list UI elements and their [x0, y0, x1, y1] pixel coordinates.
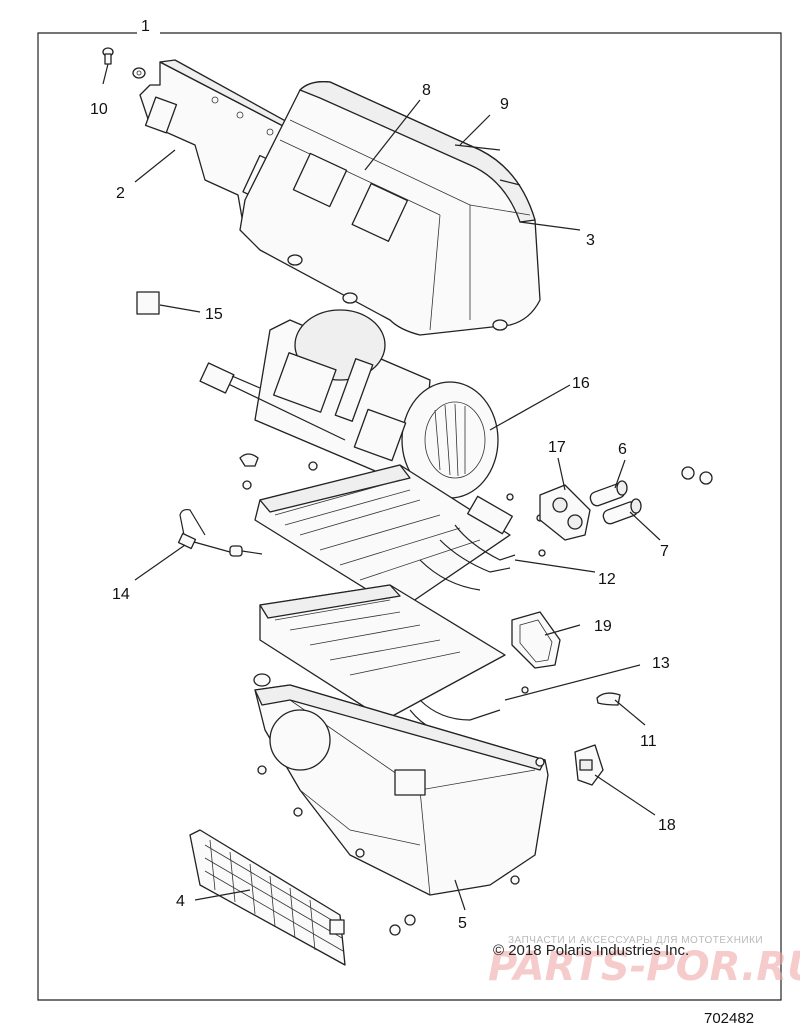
watermark-brand: PARTS-POR.RU — [488, 944, 800, 990]
part-19-seal — [511, 611, 561, 669]
part-7-fitting — [602, 498, 642, 525]
callout-3: 3 — [586, 232, 595, 249]
part-17-gasket — [539, 484, 591, 541]
callout-2: 2 — [116, 185, 125, 202]
callout-1: 1 — [141, 18, 150, 35]
callout-10: 10 — [90, 101, 108, 118]
watermark-caption: ЗАПЧАСТИ И АКСЕССУАРЫ ДЛЯ МОТОТЕХНИКИ — [508, 935, 763, 946]
part-5-lower-housing — [253, 673, 549, 896]
part-hose-clamps — [681, 466, 713, 485]
part-10-bolt — [102, 47, 146, 79]
callout-11: 11 — [640, 733, 657, 750]
part-12-evaporator-core — [254, 464, 546, 611]
callout-9: 9 — [500, 96, 509, 113]
part-16-blower-assembly — [199, 309, 499, 499]
callout-15: 15 — [205, 306, 223, 323]
part-18-latch — [574, 744, 604, 786]
callout-4: 4 — [176, 893, 185, 910]
callout-12: 12 — [598, 571, 616, 588]
part-14-sensor — [177, 508, 263, 557]
part-15-label — [136, 291, 160, 315]
leader-lines — [102, 63, 661, 911]
callout-6: 6 — [618, 441, 627, 458]
callout-18: 18 — [658, 817, 676, 834]
part-4-grille — [189, 829, 346, 966]
callout-17: 17 — [548, 439, 566, 456]
callout-13: 13 — [652, 655, 670, 672]
part-3-upper-housing — [239, 81, 541, 336]
part-11-clip — [596, 692, 621, 706]
part-nuts — [389, 914, 416, 936]
callout-8: 8 — [422, 82, 431, 99]
assembly-bracket — [37, 32, 782, 1001]
part-6-fitting — [589, 480, 628, 507]
part-13-heater-core — [259, 584, 529, 736]
callout-7: 7 — [660, 543, 669, 560]
figure-number: 702482 — [704, 1010, 754, 1027]
callout-16: 16 — [572, 375, 590, 392]
callout-14: 14 — [112, 586, 130, 603]
part-clip-small — [239, 453, 318, 490]
callout-19: 19 — [594, 618, 612, 635]
callout-5: 5 — [458, 915, 467, 932]
copyright-text: © 2018 Polaris Industries Inc. — [493, 942, 689, 959]
